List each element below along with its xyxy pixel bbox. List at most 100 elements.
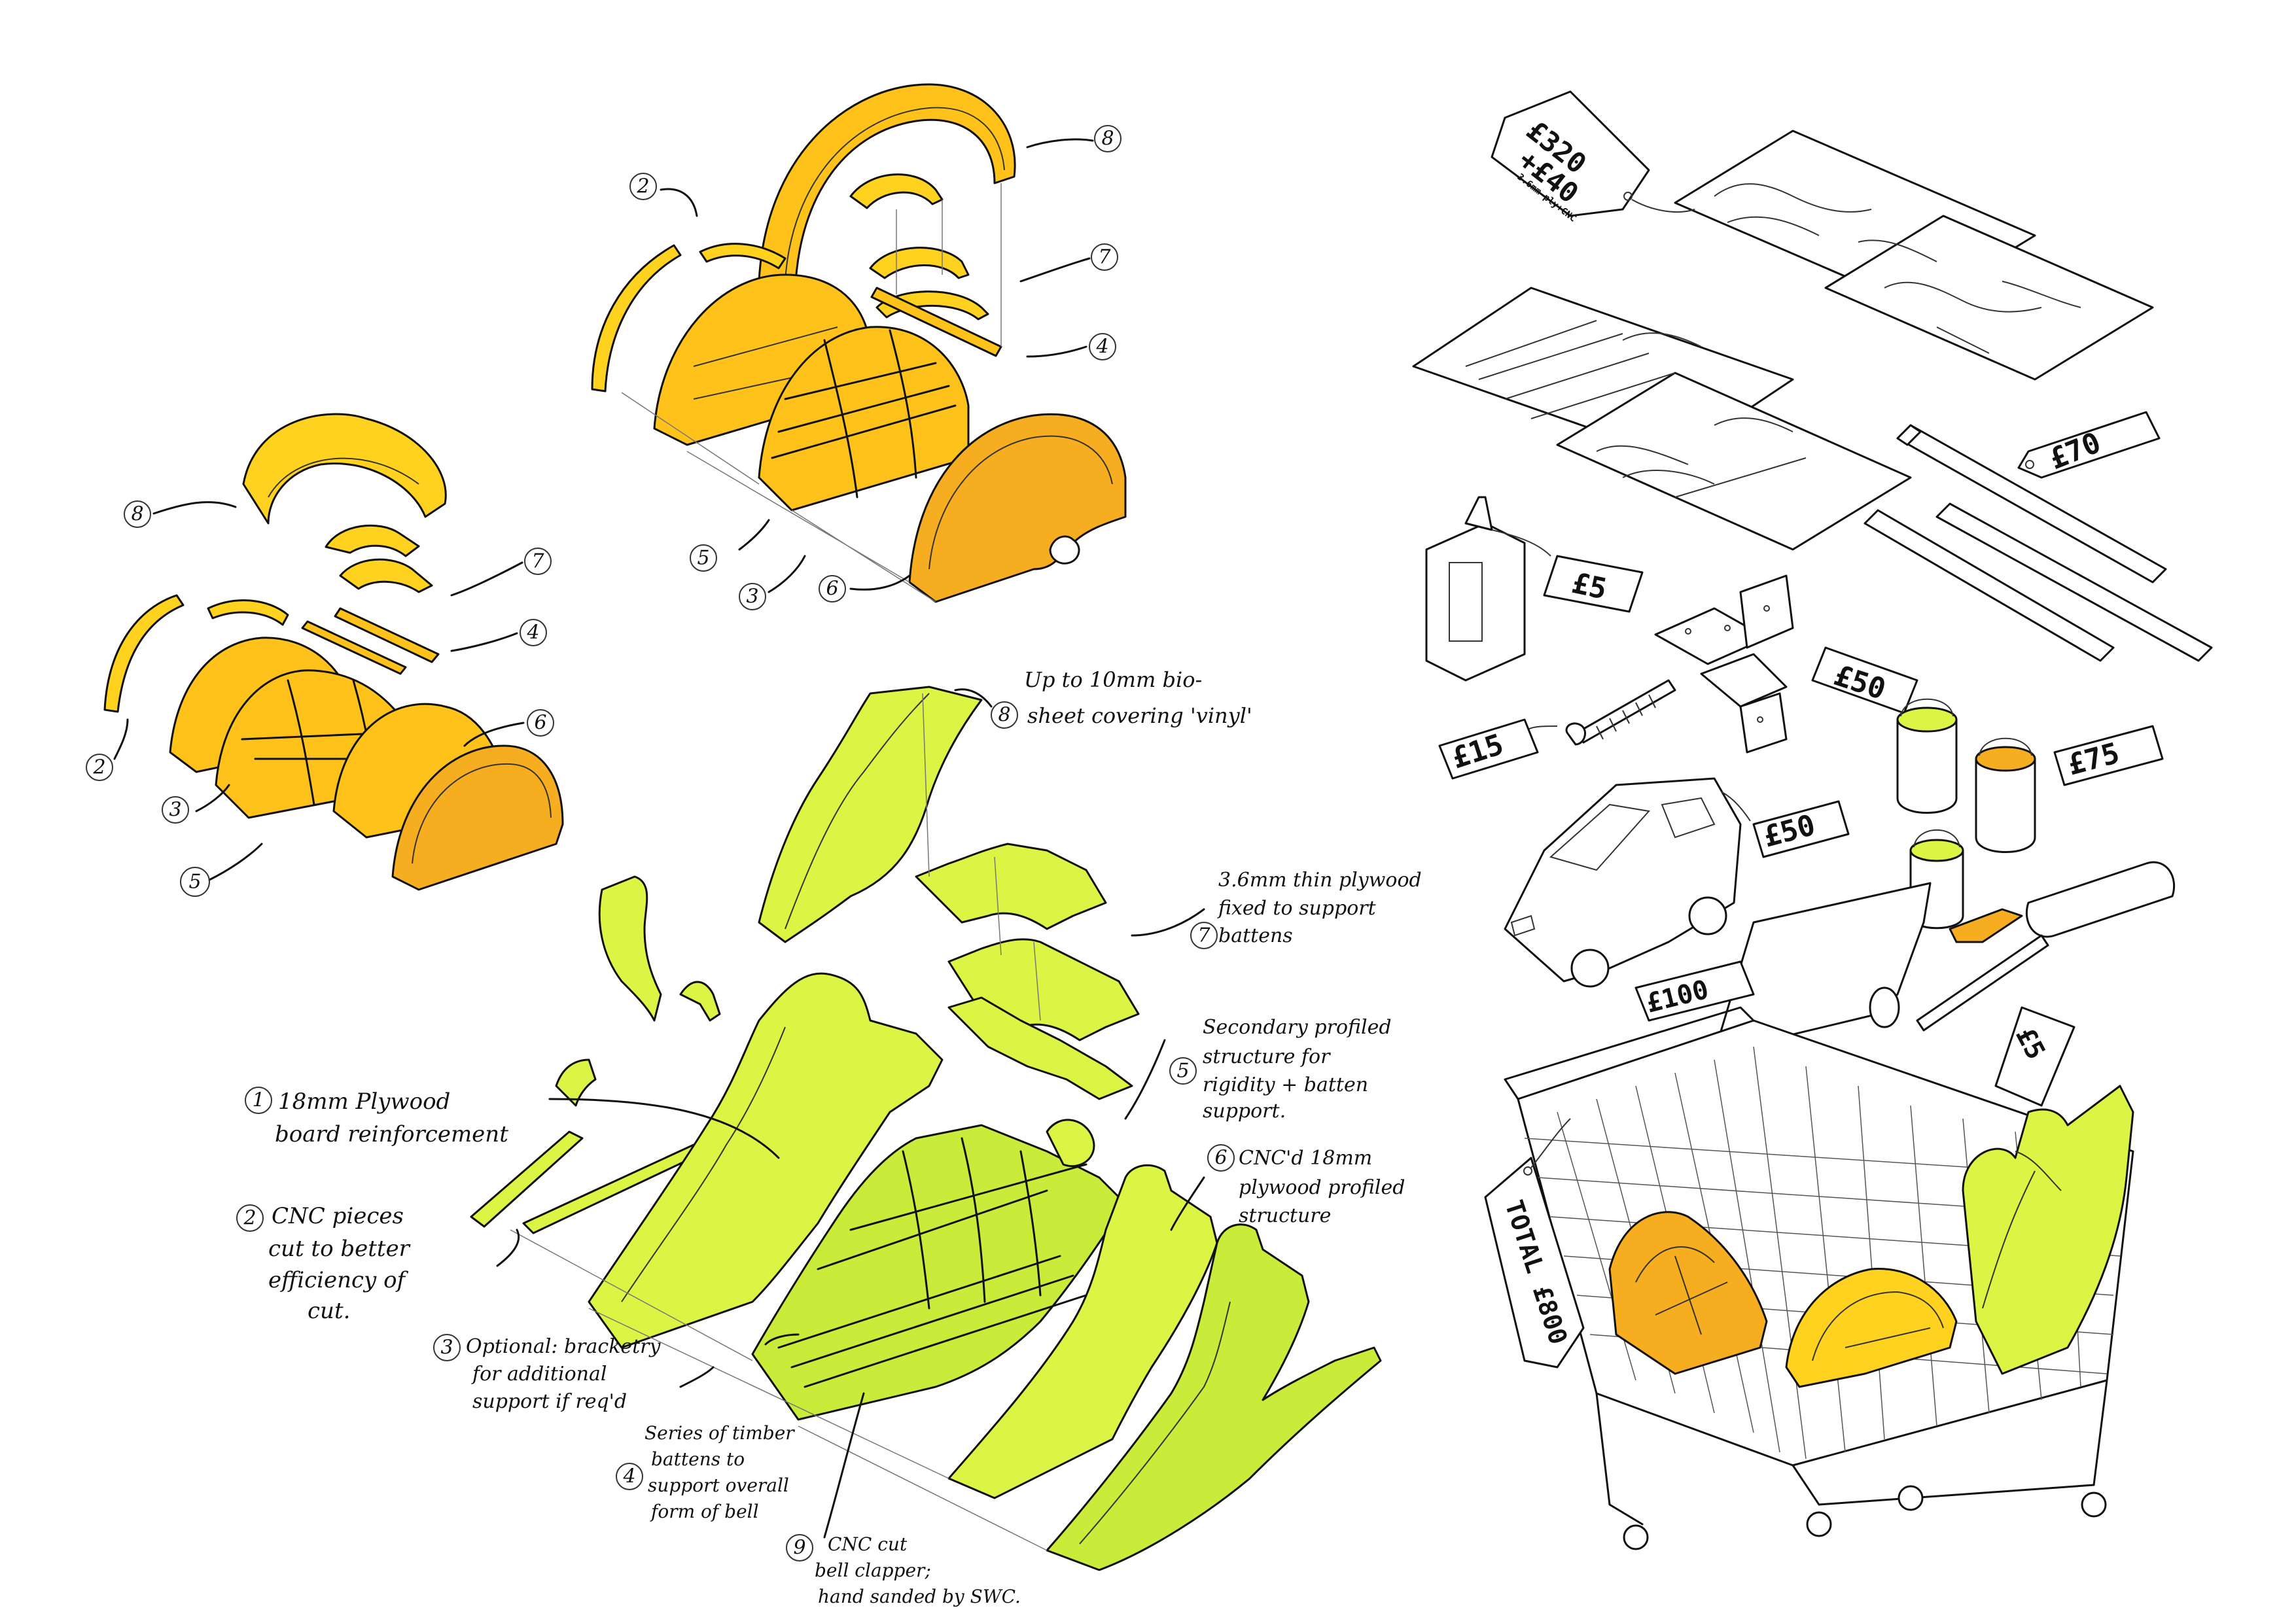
large-bell-note-2-l2: cut to better [268,1236,411,1262]
large-bell-note-9-l3: hand sanded by SWC. [818,1586,1021,1607]
large-bell-note-2-l3: efficiency of [268,1267,409,1293]
small-bell-label-3: 3 [169,799,181,822]
van-windows [1549,797,1716,871]
trolley-green-bell-piece [1962,1085,2134,1375]
large-bell-note-4-l4: form of bell [650,1501,759,1522]
large-bell-num-7: 7 [1197,924,1210,947]
large-bell-note-3-l1: Optional: bracketry [466,1335,662,1358]
van-price-tag [1752,800,1850,858]
batten [1863,509,2115,662]
large-bell-note-4-l2: battens to [651,1448,745,1470]
medium-bell-number-bubble [1091,243,1118,271]
large-bell-note-6-l2: plywood profiled [1239,1176,1405,1199]
bracket [1739,692,1788,754]
roller-brush-orange [1949,908,2023,943]
large-bell-note-5-l2: structure for [1203,1045,1331,1068]
paint-price: £75 [2064,737,2123,782]
large-bell-note-5-l4: support. [1203,1100,1286,1123]
screw-price: £15 [1448,727,1508,775]
large-bell-number-bubble [245,1087,272,1114]
small-bell-curved-rail-2 [207,599,289,626]
large-bell-number-bubble [1190,922,1218,949]
brackets: £50 [1654,574,1918,754]
large-bell-main-profile [588,972,944,1349]
glue-string [1491,529,1551,557]
tag-hole [2025,460,2034,469]
trolley-wheel [2081,1492,2107,1518]
small-bell-thin-sheet-2 [339,558,433,593]
large-bell-note-6-l3: structure [1239,1204,1331,1227]
tag-hole [1523,1166,1532,1176]
van-body [1504,777,1742,983]
small-bell-label-5: 5 [188,871,201,894]
tag-string [1631,199,1695,213]
tag-string [1530,1118,1571,1168]
paint-price-tag [2053,725,2164,786]
screw-body [1576,679,1676,744]
glue-price-tag [1543,555,1644,613]
large-bell-thin-sheet-3 [947,996,1133,1100]
large-bell-leaders [496,688,1205,1539]
paint-pot-top-orange [1975,746,2036,772]
small-bell-frame-cross [241,679,407,806]
van-price: £50 [1760,809,1819,854]
glue-nozzle [1464,496,1493,531]
roller-handle [1916,934,2049,1032]
small-bell-number-bubble [520,619,547,646]
large-bell-main-profile-inner [621,1026,786,1302]
small-bell-curved-rail [103,594,185,713]
large-bell-note-2-l4: cut. [308,1298,350,1324]
medium-bell-label-2: 2 [636,175,649,198]
small-bell-number-bubble [180,867,210,897]
large-bell-note-4-l3: support overall [648,1475,789,1496]
paint-pot [1975,758,2036,853]
large-bell-end-inner [1079,1301,1231,1544]
medium-bell-canopy-arch [758,83,1016,296]
small-bell-batten-2 [301,620,407,675]
large-bell-reinforcement-2 [679,981,721,1022]
large-bell-number-bubble [1207,1144,1235,1172]
paint-handles [1900,698,2032,848]
small-bell-label-2: 2 [92,756,105,779]
plywood-price-tag: £320 +£40 3.6mm ply+CNC [1491,90,1695,224]
bracket [1700,653,1788,708]
vinyl-price-tag [1634,960,1755,1022]
large-bell-num-2: 2 [243,1207,256,1230]
van: £50 [1504,777,1850,988]
trolley-yellow-slice-lines [1812,1291,1944,1361]
trolley-yellow-bell-piece [1785,1268,1958,1388]
large-bell-note-8-l1: Up to 10mm bio- [1024,667,1202,692]
large-bell-note-9-l1: CNC cut [828,1533,908,1555]
small-bell-exploded-diagram: 8 7 4 6 2 3 5 [86,413,564,897]
small-bell-leaders [113,501,525,881]
trolley-orange-slice-lines [1635,1246,1728,1335]
large-bell-note-3-l3: support if req'd [472,1390,627,1413]
glue-label [1449,562,1483,642]
large-bell-vinyl-cover [758,686,983,943]
tag-hole [1623,192,1633,201]
large-bell-note-8-l2: sheet covering 'vinyl' [1027,703,1252,728]
large-bell-side-profile [947,1164,1218,1499]
large-bell-num-1: 1 [252,1089,264,1112]
large-bell-num-6: 6 [1214,1147,1227,1170]
large-bell-num-4: 4 [622,1465,635,1488]
large-bell-number-bubble [616,1463,643,1490]
large-bell-plywood-reinforcement [598,875,662,1022]
medium-bell-batten [870,287,1002,357]
small-bell-label-4: 4 [526,621,539,644]
trolley-wheel [1806,1511,1832,1537]
trolley-frame [1504,1006,2108,1526]
plywood-sheet [1824,215,2154,381]
large-bell-number-bubble [433,1334,461,1361]
large-bell-thin-sheet [915,843,1107,930]
tag-shape [1484,1157,1585,1369]
roller-drum [2025,861,2176,938]
large-bell-number-bubble [991,701,1018,729]
large-bell-num-8: 8 [998,704,1010,727]
medium-bell-thin-arc [849,173,944,209]
small-bell-number-bubble [162,796,189,824]
large-bell-vinyl-fold [785,693,930,930]
large-bell-note-3-l2: for additional [471,1363,607,1386]
large-bell-note-5-l3: rigidity + batten [1203,1073,1368,1096]
